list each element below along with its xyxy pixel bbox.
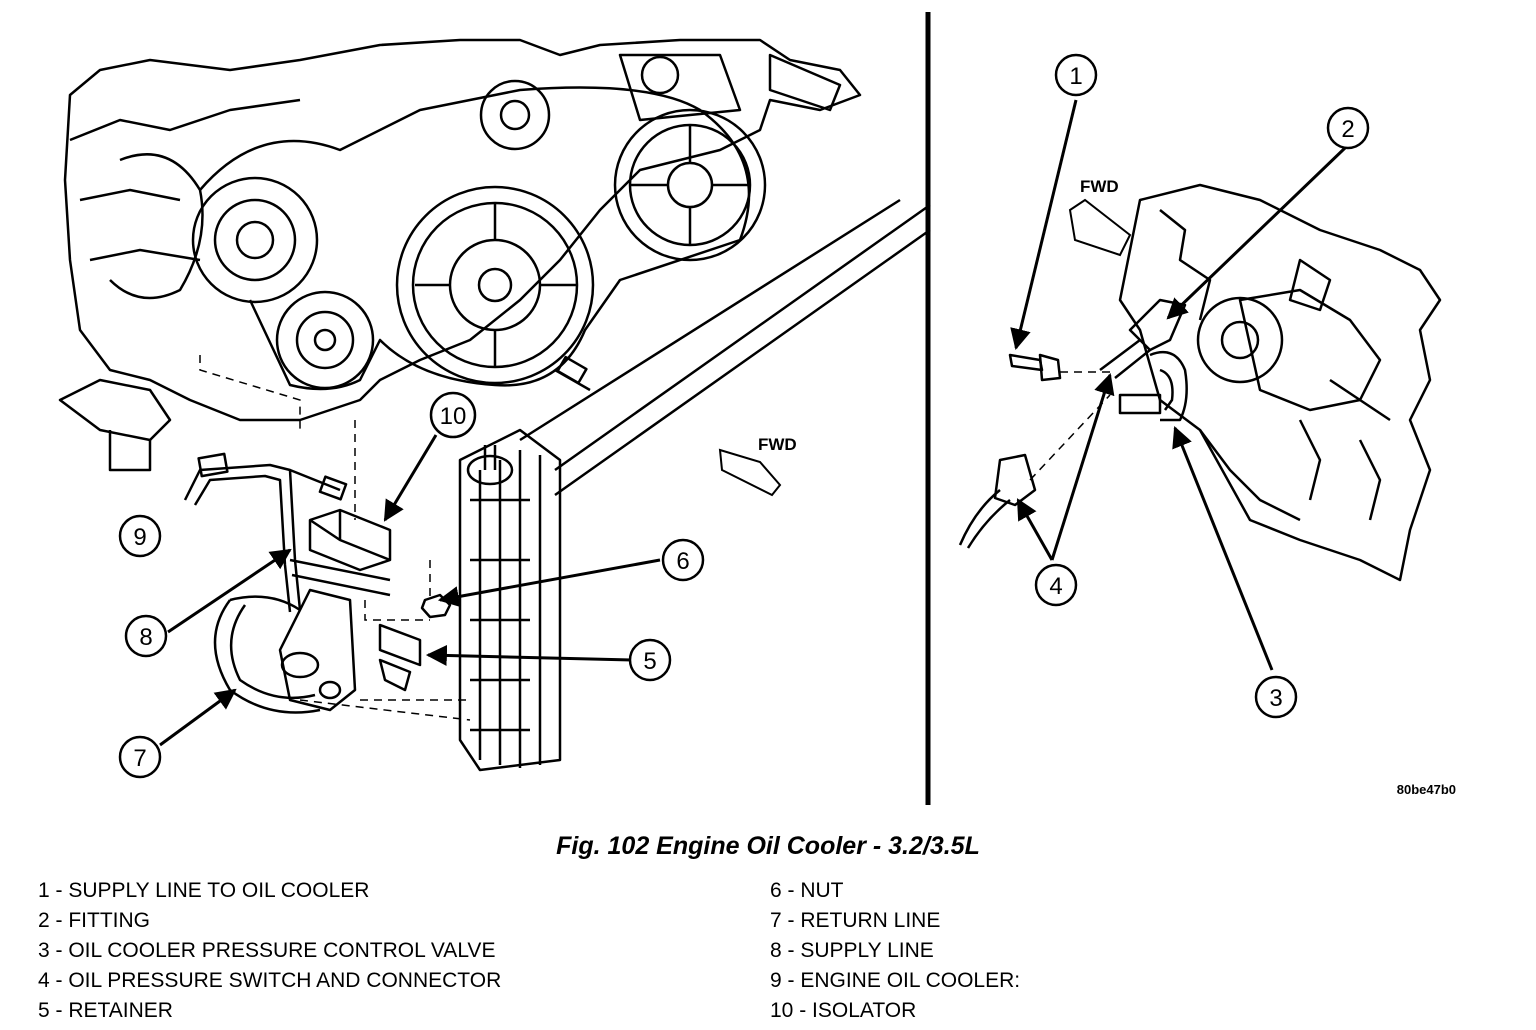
legend-right: 6 - NUT 7 - RETURN LINE 8 - SUPPLY LINE … (770, 876, 1020, 1026)
legend-item-9: 9 - ENGINE OIL COOLER: (770, 969, 1021, 992)
legend-item-7: 7 - RETURN LINE (770, 909, 941, 932)
svg-text:1: 1 (1069, 63, 1082, 90)
legend-left: 1 - SUPPLY LINE TO OIL COOLER 2 - FITTIN… (38, 876, 501, 1026)
right-dashed-guides (1029, 371, 1111, 481)
svg-text:3: 3 (1269, 685, 1282, 712)
callout-4: 4 (1034, 563, 1078, 607)
callout-1: 1 (1054, 53, 1098, 97)
fwd-indicator-left: FWD (718, 435, 797, 497)
callout-5: 5 (628, 638, 672, 682)
engine-front-illustration (58, 38, 931, 772)
engine-oil-cooler-diagram: FWD FWD (58, 12, 1456, 805)
legend-item-2: 2 - FITTING (38, 909, 150, 932)
svg-text:9: 9 (133, 524, 146, 551)
callout-10: 10 (429, 391, 477, 439)
svg-text:8: 8 (139, 624, 152, 651)
fwd-label-right: FWD (1080, 177, 1119, 196)
legend-item-5: 5 - RETAINER (38, 999, 173, 1022)
svg-text:2: 2 (1341, 116, 1354, 143)
figure-caption: Fig. 102 Engine Oil Cooler - 3.2/3.5L (556, 832, 980, 860)
legend-item-10: 10 - ISOLATOR (770, 999, 917, 1022)
engine-side-illustration (958, 183, 1442, 582)
callout-leaders (159, 99, 1347, 747)
fwd-label-left: FWD (758, 435, 797, 454)
left-dashed-guides (199, 355, 471, 721)
svg-text:10: 10 (440, 403, 467, 430)
callout-6: 6 (661, 538, 705, 582)
legend-item-8: 8 - SUPPLY LINE (770, 939, 934, 962)
callout-9: 9 (118, 514, 162, 558)
legend-item-6: 6 - NUT (770, 879, 844, 902)
svg-text:5: 5 (643, 648, 656, 675)
legend-item-1: 1 - SUPPLY LINE TO OIL COOLER (38, 879, 370, 902)
legend-item-3: 3 - OIL COOLER PRESSURE CONTROL VALVE (38, 939, 496, 962)
fwd-indicator-right: FWD (1068, 177, 1132, 257)
legend-item-4: 4 - OIL PRESSURE SWITCH AND CONNECTOR (38, 969, 502, 992)
figure-code: 80be47b0 (1397, 782, 1456, 797)
svg-text:4: 4 (1049, 573, 1062, 600)
callout-7: 7 (118, 735, 162, 779)
svg-text:6: 6 (676, 548, 689, 575)
callout-3: 3 (1254, 675, 1298, 719)
svg-text:7: 7 (133, 745, 146, 772)
callout-8: 8 (124, 614, 168, 658)
callout-2: 2 (1326, 106, 1370, 150)
